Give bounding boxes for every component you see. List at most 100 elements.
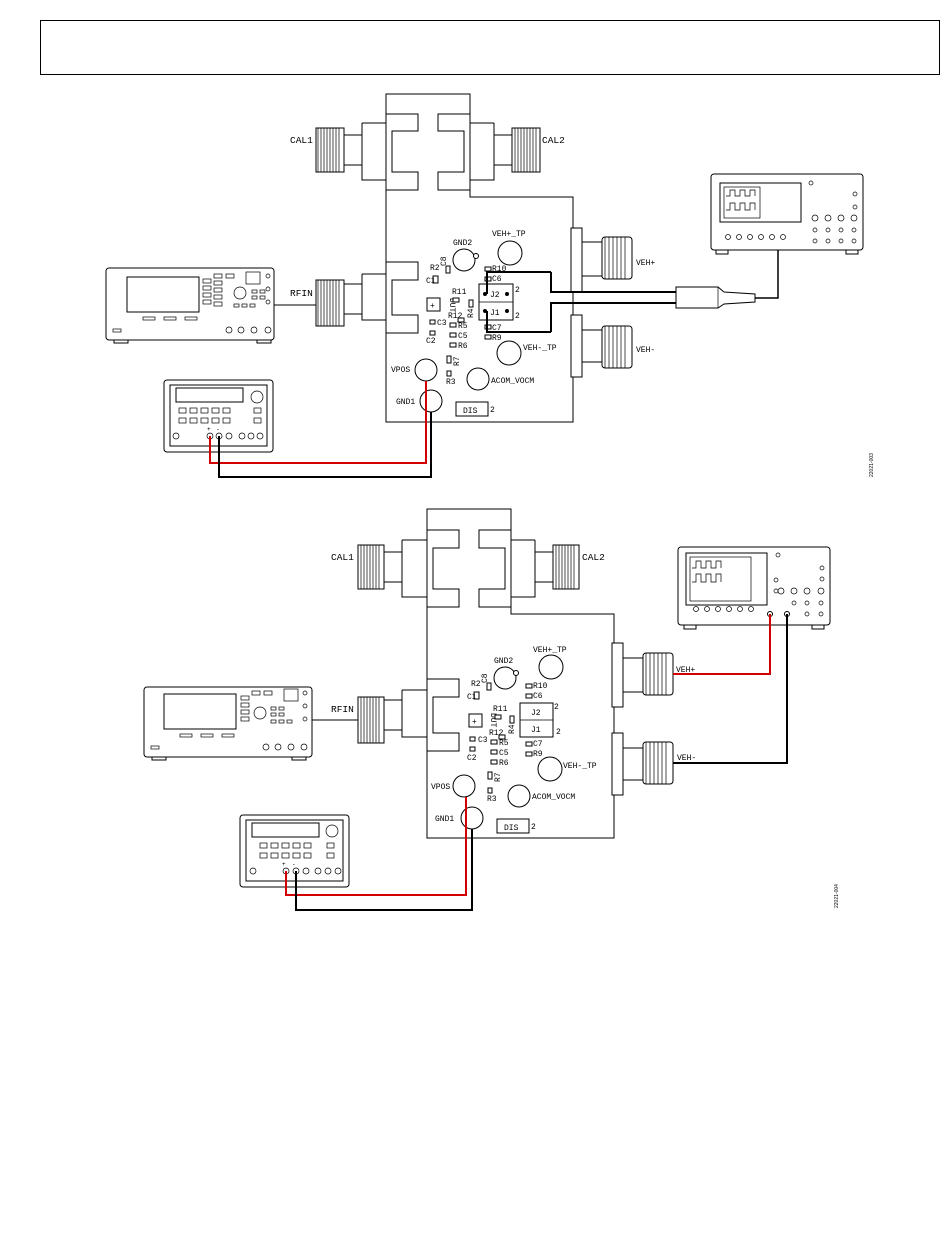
figure-1: CAL1 CAL2: [105, 93, 875, 478]
r11-label-2: R11: [493, 705, 508, 714]
dut-mark-2: +: [472, 718, 477, 727]
c2-label: C2: [426, 337, 436, 346]
veh-minus-tp-label: VEH-_TP: [523, 344, 557, 353]
r9-label: R9: [492, 334, 502, 343]
vpos-test-point-2: [452, 774, 476, 798]
passive-components-2: [469, 682, 533, 794]
j2-label-2: J2: [531, 709, 541, 718]
gnd2-test-point: [452, 248, 476, 272]
psu-plus-mark: +: [207, 426, 211, 433]
veh-plus-tp: [497, 240, 523, 266]
dut-label-2: DUT: [488, 713, 497, 728]
figure-2-id: 22021-004: [834, 884, 840, 908]
r2-label-2: R2: [471, 680, 481, 689]
j2-pin: 2: [515, 286, 520, 295]
r7-label-2: R7: [494, 772, 503, 782]
sma-connector-icon: [357, 544, 385, 590]
gnd1-test-point: [419, 389, 443, 413]
veh-minus-connector: [570, 314, 633, 378]
c3-label-2: C3: [478, 736, 488, 745]
r4-label-2: R4: [508, 724, 517, 734]
psu-plus-mark-2: +: [282, 861, 286, 868]
j2-pin-2: 2: [554, 703, 559, 712]
header-box: [40, 20, 940, 75]
dut-mark: +: [430, 302, 435, 311]
gnd2-test-point-2: [493, 666, 517, 690]
acom-vocm-test-point-2: [507, 784, 531, 808]
c1-label-2: C1: [467, 693, 477, 702]
r5-label: R5: [458, 322, 468, 331]
veh-minus-label-2: VEH-: [677, 754, 696, 763]
cal1-connector: [315, 113, 419, 191]
veh-minus-connector-2: [611, 732, 674, 796]
gnd-wire: [218, 412, 432, 478]
rfin-connector-2: [312, 678, 460, 752]
r4-label: R4: [467, 308, 476, 318]
gnd1-test-point-2: [460, 806, 484, 830]
c5-label: C5: [458, 332, 468, 341]
veh-plus-connector: [570, 227, 633, 293]
c2-label-2: C2: [467, 754, 477, 763]
r7-label: R7: [453, 356, 462, 366]
r6-label: R6: [458, 342, 468, 351]
c5-label-2: C5: [499, 749, 509, 758]
c6-label: C6: [492, 275, 502, 284]
r11-label: R11: [452, 288, 467, 297]
r3-label: R3: [446, 378, 456, 387]
dut-chip: [426, 297, 441, 312]
veh-minus-label: VEH-: [636, 346, 655, 355]
r12-label-2: R12: [489, 729, 504, 738]
figure-2: CAL1 CAL2: [143, 508, 840, 911]
vpos-wire-2: [285, 797, 467, 896]
power-supply-2: + -: [239, 814, 350, 888]
gnd2-label-2: GND2: [494, 657, 513, 666]
rfin-label: RFIN: [290, 288, 313, 299]
psu-minus-mark-2: -: [292, 861, 296, 868]
dut-chip-2: [468, 713, 483, 728]
cal1-label: CAL1: [290, 135, 313, 146]
cal2-connector-2: [478, 529, 580, 608]
veh-plus-scope-wire: [673, 614, 771, 675]
signal-generator-2: [143, 686, 313, 761]
gnd-wire-2: [295, 829, 473, 911]
gnd1-label-2: GND1: [435, 815, 454, 824]
c7-label: C7: [492, 324, 502, 333]
acom-vocm-label-2: ACOM_VOCM: [532, 793, 575, 802]
j1-label-2: J1: [531, 726, 541, 735]
veh-minus-scope-wire: [673, 614, 788, 764]
c6-label-2: C6: [533, 692, 543, 701]
dis-pin: 2: [490, 406, 495, 415]
cal2-label: CAL2: [542, 135, 565, 146]
j1-pin-2: 2: [556, 728, 561, 737]
rfin-connector: [274, 261, 419, 334]
veh-minus-tp-2: [537, 756, 563, 782]
c8-label-2: C8: [481, 673, 490, 683]
psu-minus-mark: -: [216, 426, 220, 433]
veh-plus-label-2: VEH+: [676, 666, 695, 675]
oscilloscope-1: [710, 173, 864, 255]
vpos-test-point: [414, 358, 438, 382]
gnd1-label: GND1: [396, 398, 415, 407]
rfin-label-2: RFIN: [331, 704, 354, 715]
veh-plus-label: VEH+: [636, 259, 655, 268]
r2-label: R2: [430, 264, 440, 273]
r6-label-2: R6: [499, 759, 509, 768]
dis-label-2: DIS: [504, 824, 519, 833]
cal2-connector: [437, 113, 541, 191]
dis-label: DIS: [463, 407, 478, 416]
c3-label: C3: [437, 319, 447, 328]
cal2-label-2: CAL2: [582, 552, 605, 563]
j1-pin: 2: [515, 312, 520, 321]
r12-label: R12: [448, 312, 463, 321]
r3-label-2: R3: [487, 795, 497, 804]
dut-label: DUT: [447, 298, 456, 313]
dis-header-2: [496, 818, 530, 834]
signal-generator-1: [105, 267, 275, 344]
veh-plus-tp-label-2: VEH+_TP: [533, 646, 567, 655]
r9-label-2: R9: [533, 750, 543, 759]
c8-label: C8: [440, 256, 449, 266]
veh-minus-tp-label-2: VEH-_TP: [563, 762, 597, 771]
r10-label-2: R10: [533, 682, 548, 691]
j1-label: J1: [490, 309, 500, 318]
